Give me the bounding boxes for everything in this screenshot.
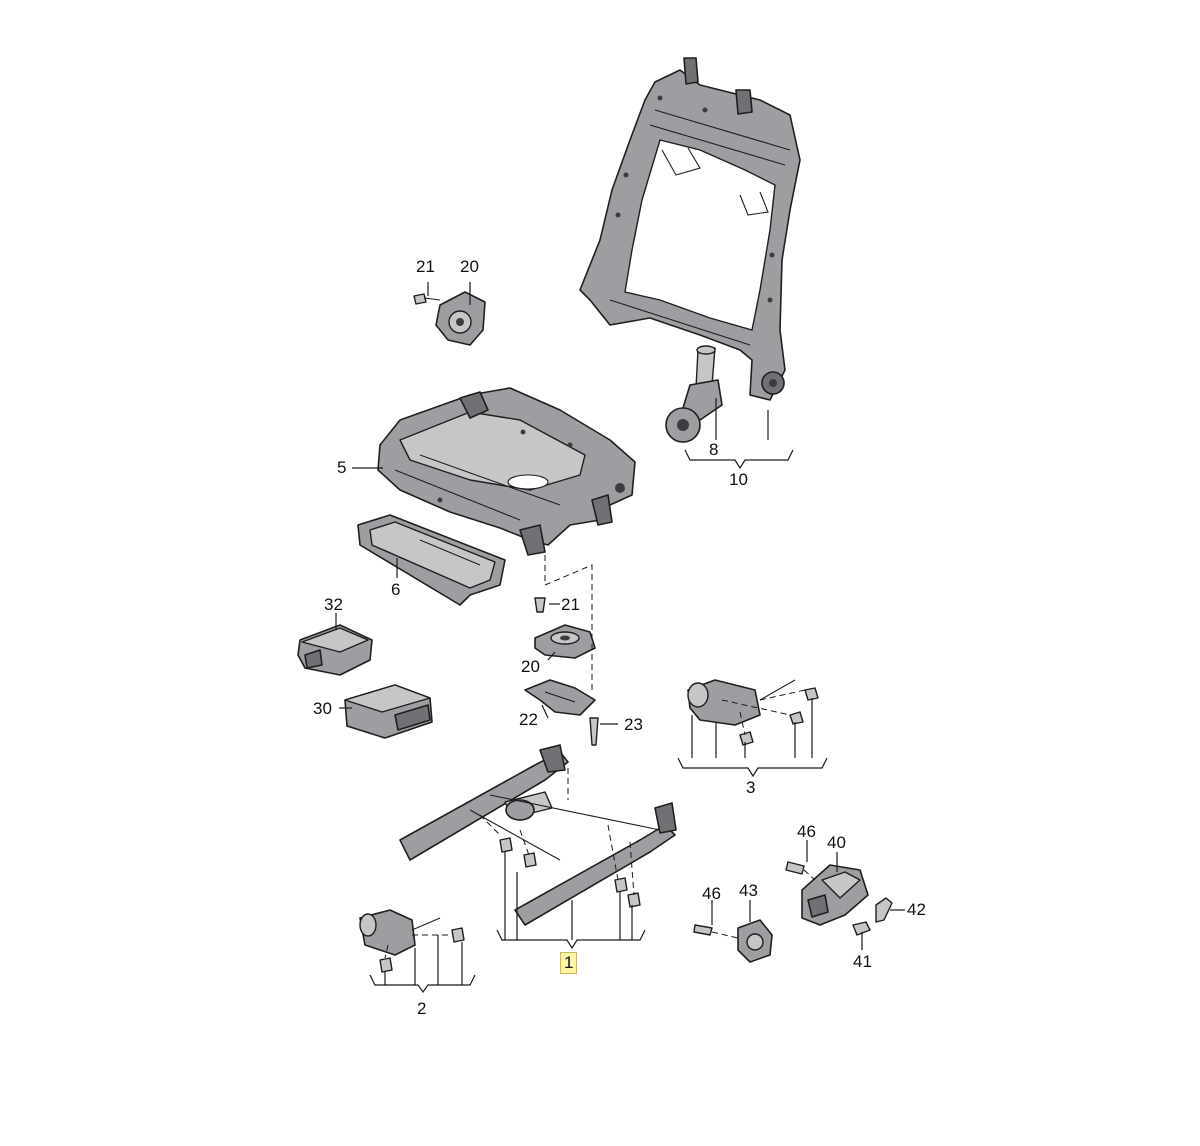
callout-32[interactable]: 32 bbox=[324, 595, 343, 614]
callout-46-lower[interactable]: 46 bbox=[702, 884, 721, 903]
callout-21-lower[interactable]: 21 bbox=[561, 595, 580, 614]
callout-40[interactable]: 40 bbox=[827, 833, 846, 852]
screw-46-upper[interactable] bbox=[785, 861, 805, 875]
callout-42[interactable]: 42 bbox=[907, 900, 926, 919]
callout-6[interactable]: 6 bbox=[391, 580, 401, 599]
callout-8[interactable]: 8 bbox=[709, 440, 719, 459]
screw-46-lower[interactable] bbox=[693, 924, 713, 936]
callout-5[interactable]: 5 bbox=[337, 458, 347, 477]
screw-lower[interactable] bbox=[534, 597, 546, 613]
callout-43[interactable]: 43 bbox=[739, 881, 758, 900]
gear-housing-upper[interactable] bbox=[435, 291, 486, 346]
backrest-frame[interactable] bbox=[579, 57, 801, 401]
callout-1-highlighted[interactable]: 1 bbox=[560, 952, 578, 974]
adjuster-motor-2[interactable] bbox=[359, 909, 465, 973]
knob-41[interactable] bbox=[852, 921, 871, 936]
bolt-23[interactable] bbox=[589, 717, 599, 746]
callout-22[interactable]: 22 bbox=[519, 710, 538, 729]
control-module-30[interactable] bbox=[344, 684, 433, 739]
callout-10[interactable]: 10 bbox=[729, 470, 748, 489]
callout-30[interactable]: 30 bbox=[313, 699, 332, 718]
seat-pan[interactable] bbox=[377, 387, 636, 556]
under-seat-tray[interactable] bbox=[357, 514, 506, 606]
callout-20-lower[interactable]: 20 bbox=[521, 657, 540, 676]
callout-46-upper[interactable]: 46 bbox=[797, 822, 816, 841]
screw-upper[interactable] bbox=[413, 293, 441, 305]
switch-43[interactable] bbox=[737, 919, 773, 963]
switch-panel-40[interactable] bbox=[801, 864, 869, 926]
callout-41[interactable]: 41 bbox=[853, 952, 872, 971]
bracket-22[interactable] bbox=[524, 679, 596, 716]
seat-rail-assembly[interactable] bbox=[399, 744, 677, 926]
callout-3[interactable]: 3 bbox=[746, 778, 756, 797]
gear-housing-lower[interactable] bbox=[534, 624, 596, 659]
recliner-motor[interactable] bbox=[665, 345, 723, 443]
adjuster-motor-3[interactable] bbox=[687, 679, 819, 746]
callout-2[interactable]: 2 bbox=[417, 999, 427, 1018]
leader-lines bbox=[335, 282, 905, 994]
callout-20-upper[interactable]: 20 bbox=[460, 257, 479, 276]
knob-42[interactable] bbox=[875, 897, 893, 923]
callout-23[interactable]: 23 bbox=[624, 715, 643, 734]
assembly-dashed-lines bbox=[384, 555, 816, 959]
control-module-32[interactable] bbox=[297, 624, 373, 676]
callout-21-upper[interactable]: 21 bbox=[416, 257, 435, 276]
